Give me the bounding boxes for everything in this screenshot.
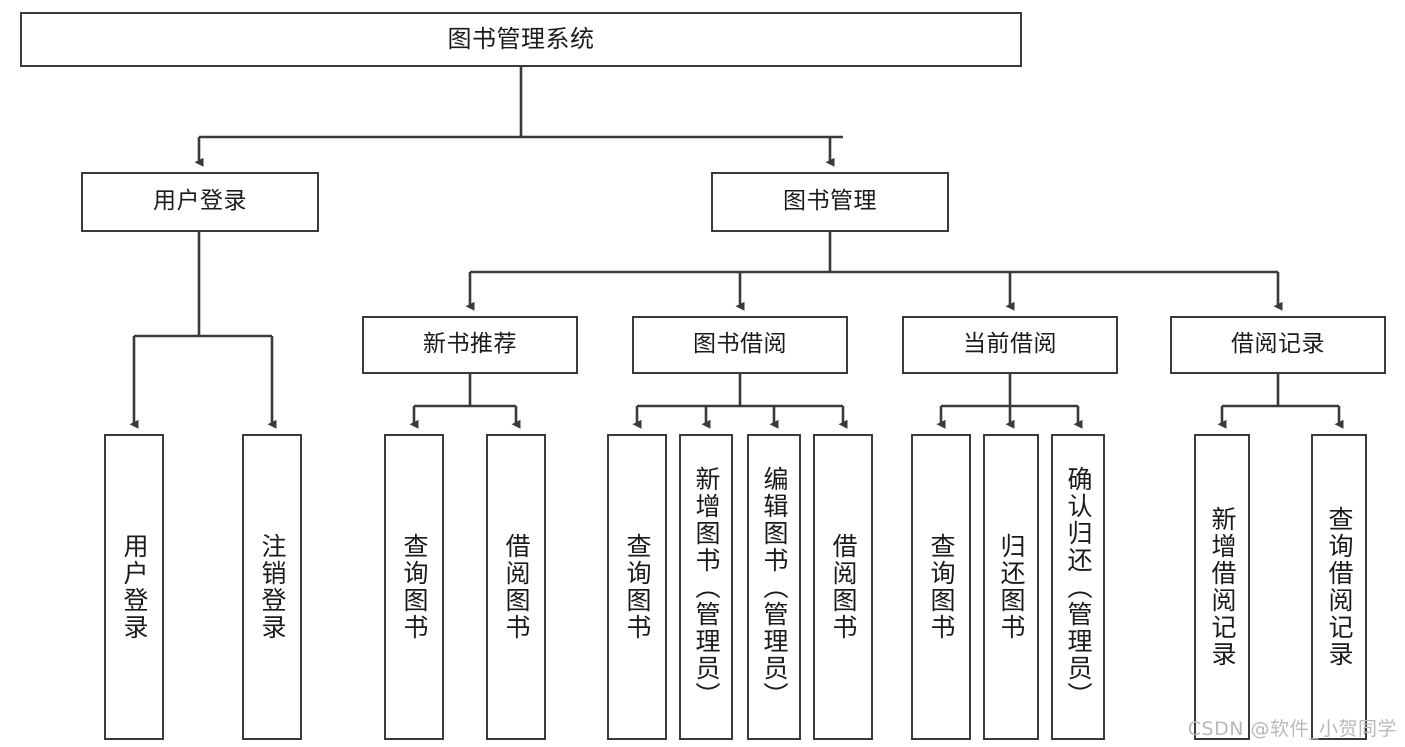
node-label: 查询图书 — [623, 533, 652, 641]
node-book-management[interactable]: 图书管理 — [711, 172, 949, 232]
leaf-borrow-book-from-recommend[interactable]: 借阅图书 — [486, 434, 546, 740]
node-root-library-system[interactable]: 图书管理系统 — [20, 12, 1022, 67]
leaf-confirm-return-admin[interactable]: 确认归还（管理员） — [1051, 434, 1105, 740]
leaf-edit-book-admin[interactable]: 编辑图书（管理员） — [747, 434, 801, 740]
leaf-user-login[interactable]: 用户登录 — [104, 434, 164, 740]
leaf-query-borrow-record[interactable]: 查询借阅记录 — [1311, 434, 1367, 740]
node-current-borrow[interactable]: 当前借阅 — [902, 316, 1118, 374]
node-label: 查询图书 — [400, 533, 429, 641]
node-label: 查询借阅记录 — [1325, 506, 1354, 668]
node-label: 借阅记录 — [1231, 331, 1325, 358]
node-label: 新增借阅记录 — [1208, 506, 1237, 668]
leaf-borrow-book-from-borrow[interactable]: 借阅图书 — [813, 434, 873, 740]
node-user-login[interactable]: 用户登录 — [81, 172, 319, 232]
node-label: 确认归还（管理员） — [1064, 465, 1093, 709]
leaf-add-book-admin[interactable]: 新增图书（管理员） — [679, 434, 733, 740]
node-new-book-recommend[interactable]: 新书推荐 — [362, 316, 578, 374]
leaf-logout[interactable]: 注销登录 — [242, 434, 302, 740]
node-label: 图书管理 — [783, 188, 877, 215]
node-borrow-records[interactable]: 借阅记录 — [1170, 316, 1386, 374]
node-label: 用户登录 — [120, 533, 149, 641]
node-label: 编辑图书（管理员） — [760, 465, 789, 709]
node-label: 图书管理系统 — [447, 25, 595, 54]
node-label: 新增图书（管理员） — [692, 465, 721, 709]
leaf-return-book[interactable]: 归还图书 — [983, 434, 1039, 740]
node-label: 用户登录 — [153, 188, 247, 215]
leaf-query-book-from-borrow[interactable]: 查询图书 — [607, 434, 667, 740]
node-label: 借阅图书 — [502, 533, 531, 641]
node-label: 当前借阅 — [963, 331, 1057, 358]
leaf-query-book-from-current[interactable]: 查询图书 — [911, 434, 971, 740]
node-label: 新书推荐 — [423, 331, 517, 358]
node-book-borrow[interactable]: 图书借阅 — [632, 316, 848, 374]
csdn-watermark: CSDN @软件_小贺同学 — [1187, 718, 1397, 740]
node-label: 归还图书 — [997, 533, 1026, 641]
leaf-add-borrow-record[interactable]: 新增借阅记录 — [1194, 434, 1250, 740]
node-label: 借阅图书 — [829, 533, 858, 641]
leaf-query-book-from-recommend[interactable]: 查询图书 — [384, 434, 444, 740]
node-label: 图书借阅 — [693, 331, 787, 358]
node-label: 查询图书 — [927, 533, 956, 641]
node-label: 注销登录 — [258, 533, 287, 641]
